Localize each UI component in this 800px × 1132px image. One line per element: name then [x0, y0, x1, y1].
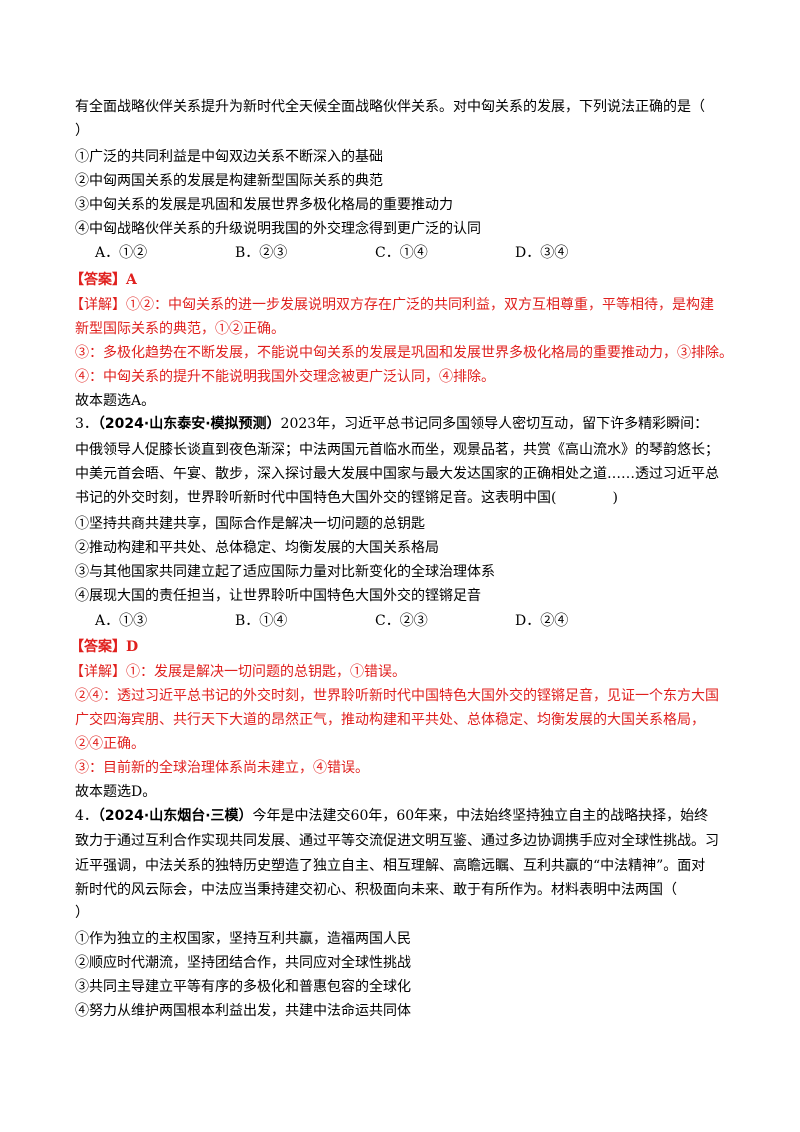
q4-stem-line: 今年是中法建交60年，60年来，中法始终坚持独立自主的战略抉择，始终 — [252, 808, 709, 824]
q3-stem-line: 书记的外交时刻，世界聆听新时代中国特色大国外交的铿锵足音。这表明中国( ) — [75, 490, 618, 506]
q4-statement-4: ④努力从维护两国根本利益出发，共建中法命运共同体 — [75, 1003, 411, 1019]
q2-statement-1: ①广泛的共同利益是中匈双边关系不断深入的基础 — [75, 149, 383, 165]
q4-number: 4． — [75, 808, 98, 824]
q3-statement-4: ④展现大国的责任担当，让世界聆听中国特色大国外交的铿锵足音 — [75, 588, 481, 604]
q4-statement-1: ①作为独立的主权国家，坚持互利共赢，造福两国人民 — [75, 931, 411, 947]
q3-option-a: A．①③ — [95, 613, 148, 629]
q4-stem-line: 致力于通过互利合作实现共同发展、通过平等交流促进文明互鉴、通过多边协调携手应对全… — [75, 833, 719, 849]
q3-stem-line: 2023年，习近平总书记同多国领导人密切互动，留下许多精彩瞬间： — [280, 416, 709, 432]
q2-option-a: A．①② — [95, 245, 148, 261]
q2-detail-line: ④：中匈关系的提升不能说明我国外交理念被更广泛认同，④排除。 — [75, 369, 495, 385]
q3-number: 3． — [75, 416, 98, 432]
q3-option-b: B．①④ — [235, 613, 288, 629]
q3-detail-line: ③：目前新的全球治理体系尚未建立，④错误。 — [75, 760, 369, 776]
q2-statement-4: ④中匈战略伙伴关系的升级说明我国的外交理念得到更广泛的认同 — [75, 221, 481, 237]
q3-detail-line: 【详解】①：发展是解决一切问题的总钥匙，①错误。 — [70, 664, 406, 680]
q3-detail-line: ②④：透过习近平总书记的外交时刻，世界聆听新时代中国特色大国外交的铿锵足音，见证… — [75, 688, 719, 704]
q3-options: A．①③ B．①④ C．②③ D．②④ — [95, 611, 695, 631]
q3-header: 3．（2024·山东泰安·模拟预测）2023年，习近平总书记同多国领导人密切互动… — [75, 414, 708, 434]
q2-statement-3: ③中匈关系的发展是巩固和发展世界多极化格局的重要推动力 — [75, 197, 453, 213]
q2-statement-2: ②中匈两国关系的发展是构建新型国际关系的典范 — [75, 173, 383, 189]
q3-detail-line: 广交四海宾朋、共行天下大道的昂然正气，推动构建和平共处、总体稳定、均衡发展的大国… — [75, 712, 705, 728]
q3-conclusion: 故本题选D。 — [75, 784, 157, 800]
q4-stem-line: 近平强调，中法关系的独特历史塑造了独立自主、相互理解、高瞻远瞩、互利共赢的“中法… — [75, 858, 706, 874]
q2-detail-line: ③：多极化趋势在不断发展，不能说中匈关系的发展是巩固和发展世界多极化格局的重要推… — [75, 345, 733, 361]
q2-options: A．①② B．②③ C．①④ D．③④ — [95, 243, 695, 263]
q2-option-b: B．②③ — [235, 245, 288, 261]
q3-detail-line: ②④正确。 — [75, 736, 145, 752]
q4-stem-line: 新时代的风云际会，中法应当秉持建交初心、积极面向未来、敢于有所作为。材料表明中法… — [75, 882, 677, 898]
q3-answer: 【答案】D — [70, 639, 139, 655]
q3-statement-1: ①坚持共商共建共享，国际合作是解决一切问题的总钥匙 — [75, 516, 425, 532]
q2-stem-line: 有全面战略伙伴关系提升为新时代全天候全面战略伙伴关系。对中匈关系的发展，下列说法… — [75, 99, 705, 115]
q3-stem-line: 中俄领导人促膝长谈直到夜色渐深；中法两国元首临水而坐，观景品茗，共赏《高山流水》… — [75, 442, 719, 458]
q2-detail-line: 新型国际关系的典范，①②正确。 — [75, 321, 285, 337]
q3-stem-line: 中美元首会晤、午宴、散步，深入探讨最大发展中国家与最大发达国家的正确相处之道……… — [75, 466, 719, 482]
q3-statement-3: ③与其他国家共同建立起了适应国际力量对比新变化的全球治理体系 — [75, 564, 495, 580]
q4-statement-3: ③共同主导建立平等有序的多极化和普惠包容的全球化 — [75, 979, 411, 995]
q2-answer: 【答案】A — [70, 272, 137, 288]
q2-option-c: C．①④ — [375, 245, 428, 261]
q4-header: 4．（2024·山东烟台·三模）今年是中法建交60年，60年来，中法始终坚持独立… — [75, 806, 708, 826]
q4-statement-2: ②顺应时代潮流，坚持团结合作，共同应对全球性挑战 — [75, 955, 411, 971]
q3-option-c: C．②③ — [375, 613, 428, 629]
q3-statement-2: ②推动构建和平共处、总体稳定、均衡发展的大国关系格局 — [75, 540, 439, 556]
q3-option-d: D．②④ — [515, 613, 569, 629]
q4-stem-line: ） — [75, 905, 89, 921]
q2-detail-line: 【详解】①②：中匈关系的进一步发展说明双方存在广泛的共同利益，双方互相尊重，平等… — [70, 297, 714, 313]
q2-conclusion: 故本题选A。 — [75, 393, 156, 409]
q4-source: （2024·山东烟台·三模） — [97, 808, 253, 824]
q2-stem-line: ） — [75, 123, 89, 139]
q3-source: （2024·山东泰安·模拟预测） — [97, 416, 281, 432]
q2-option-d: D．③④ — [515, 245, 569, 261]
